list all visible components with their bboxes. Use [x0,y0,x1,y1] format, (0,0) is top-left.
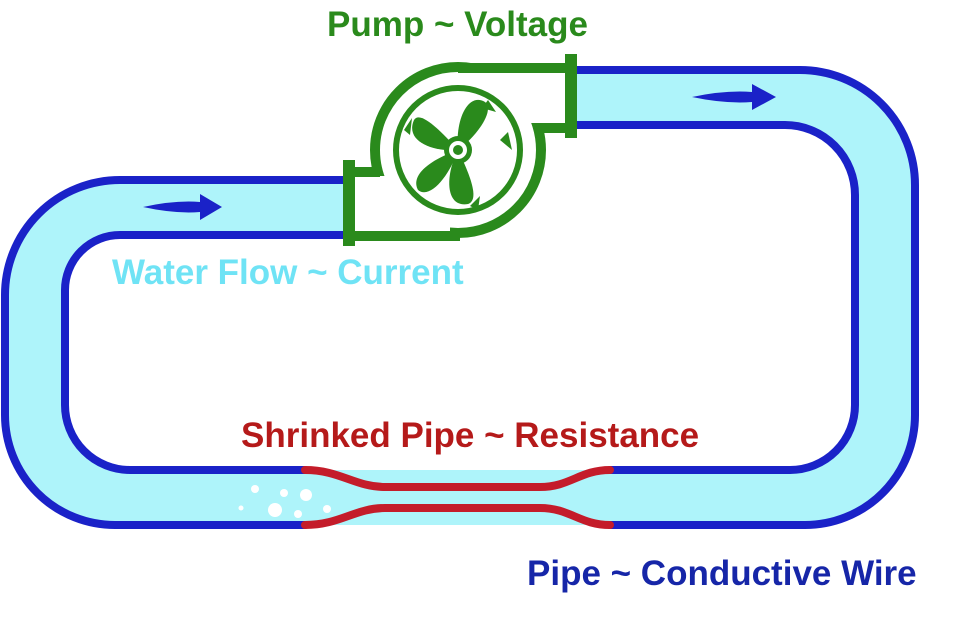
shrinked-pipe-resistance-label: Shrinked Pipe ~ Resistance [241,416,699,455]
pipe-outer-wall-right [566,66,919,529]
pump-voltage-label: Pump ~ Voltage [327,5,588,44]
bubbles-icon [238,485,331,518]
pipe-conductive-wire-label: Pipe ~ Conductive Wire [527,554,917,593]
pump-icon [343,54,577,246]
pipe-walls [1,66,919,529]
water-flow-current-label: Water Flow ~ Current [112,253,464,292]
pipe-inner-wall-left [61,231,349,474]
fan-icon [404,99,512,210]
flow-arrow-icon [692,84,776,110]
flow-arrow-icon [143,194,222,220]
pipe-inner-wall-right [566,121,859,474]
pipe-outer-wall-left [1,176,349,529]
shrinked-pipe [301,466,614,529]
